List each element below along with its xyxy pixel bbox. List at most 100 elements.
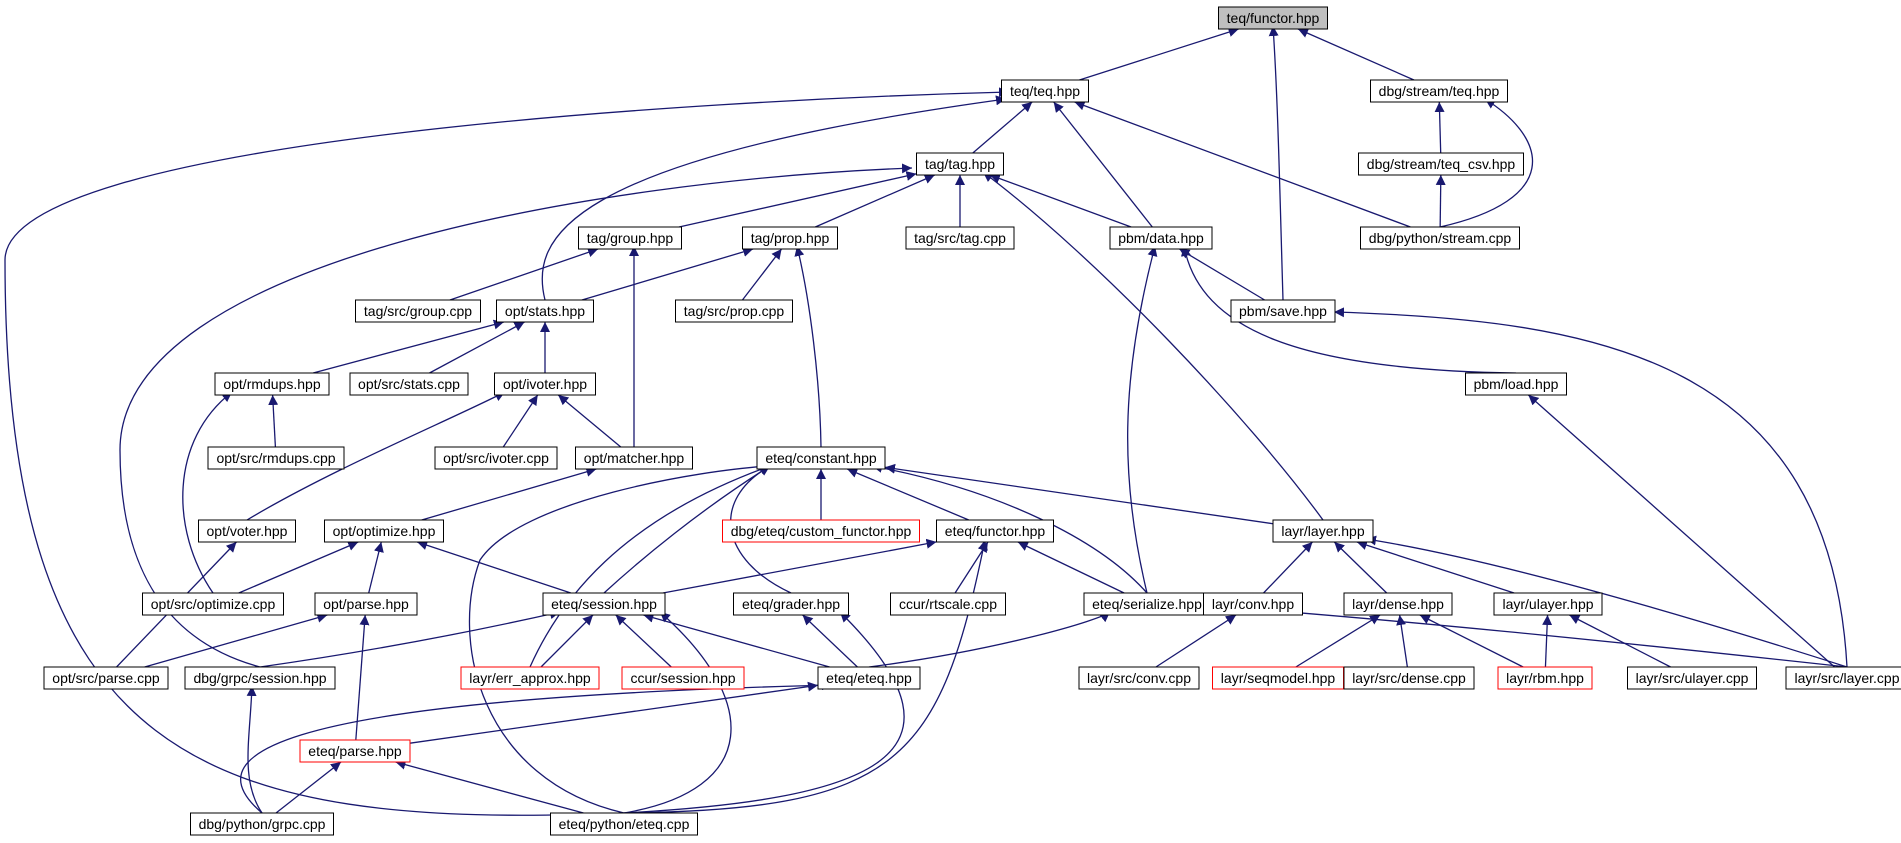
node-label: tag/src/tag.cpp — [914, 230, 1006, 246]
node-eteq-constant-hpp[interactable]: eteq/constant.hpp — [756, 446, 886, 470]
node-label: opt/ivoter.hpp — [503, 376, 587, 392]
node-label: ccur/rtscale.cpp — [899, 596, 997, 612]
edge-teq-teq-hpp-to-teq-functor-hpp — [1079, 27, 1239, 81]
edge-dbg-python-stream-cpp-to-dbg-stream-teq-csv-hpp — [1435, 174, 1446, 228]
node-eteq-parse-hpp[interactable]: eteq/parse.hpp — [299, 739, 411, 763]
node-opt-rmdups-hpp[interactable]: opt/rmdups.hpp — [214, 372, 330, 396]
node-box — [1109, 226, 1213, 250]
edge-dbg-python-grpc-cpp-to-eteq-parse-hpp — [275, 761, 342, 814]
node-box — [1358, 152, 1524, 176]
edge-layr-err-approx-hpp-to-eteq-session-hpp — [540, 614, 594, 668]
node-layr-seqmodel-hpp[interactable]: layr/seqmodel.hpp — [1212, 666, 1344, 690]
edge-eteq-serialize-hpp-to-pbm-data-hpp — [1127, 245, 1158, 594]
node-tag-group-hpp[interactable]: tag/group.hpp — [578, 226, 682, 250]
node-tag-src-tag-cpp[interactable]: tag/src/tag.cpp — [905, 226, 1015, 250]
node-opt-parse-hpp[interactable]: opt/parse.hpp — [314, 592, 418, 616]
node-opt-voter-hpp[interactable]: opt/voter.hpp — [198, 519, 296, 543]
node-dbg-stream-teq-hpp[interactable]: dbg/stream/teq.hpp — [1370, 79, 1508, 103]
edge-layr-dense-hpp-to-layr-layer-hpp — [1333, 541, 1388, 594]
edge-layr-err-approx-hpp-to-eteq-constant-hpp — [529, 464, 771, 668]
node-layr-src-ulayer-cpp[interactable]: layr/src/ulayer.cpp — [1627, 666, 1757, 690]
node-box — [722, 519, 920, 543]
node-label: opt/src/parse.cpp — [52, 670, 160, 686]
edge-layr-layer-hpp-to-tag-tag-hpp — [982, 171, 1324, 521]
edge-eteq-eteq-hpp-to-eteq-serialize-hpp — [868, 611, 1111, 668]
node-layr-rbm-hpp[interactable]: layr/rbm.hpp — [1497, 666, 1593, 690]
edge-opt-src-optimize-cpp-to-opt-optimize-hpp — [238, 541, 359, 594]
node-layr-ulayer-hpp[interactable]: layr/ulayer.hpp — [1493, 592, 1603, 616]
node-label: eteq/functor.hpp — [945, 523, 1046, 539]
node-opt-matcher-hpp[interactable]: opt/matcher.hpp — [575, 446, 693, 470]
node-ccur-session-hpp[interactable]: ccur/session.hpp — [621, 666, 745, 690]
node-dbg-eteq-custom-functor-hpp[interactable]: dbg/eteq/custom_functor.hpp — [722, 519, 920, 543]
node-box — [1785, 666, 1901, 690]
node-box — [1343, 592, 1453, 616]
node-box — [817, 666, 921, 690]
edge-pbm-data-hpp-to-teq-teq-hpp — [1053, 101, 1153, 228]
node-dbg-python-stream-cpp[interactable]: dbg/python/stream.cpp — [1360, 226, 1520, 250]
node-label: layr/conv.hpp — [1212, 596, 1294, 612]
node-eteq-functor-hpp[interactable]: eteq/functor.hpp — [936, 519, 1054, 543]
edge-eteq-eteq-hpp-to-eteq-grader-hpp — [802, 614, 858, 668]
edge-opt-parse-hpp-to-opt-optimize-hpp — [368, 541, 384, 594]
node-label: opt/stats.hpp — [505, 303, 585, 319]
node-teq-functor-hpp[interactable]: teq/functor.hpp — [1218, 6, 1328, 30]
edge-dbg-stream-teq-csv-hpp-to-dbg-stream-teq-hpp — [1434, 101, 1445, 154]
node-label: opt/parse.hpp — [323, 596, 409, 612]
edge-tag-group-hpp-to-tag-tag-hpp — [678, 171, 917, 228]
node-layr-err-approx-hpp[interactable]: layr/err_approx.hpp — [460, 666, 600, 690]
node-tag-src-group-cpp[interactable]: tag/src/group.cpp — [355, 299, 481, 323]
node-ccur-rtscale-cpp[interactable]: ccur/rtscale.cpp — [890, 592, 1006, 616]
node-box — [542, 592, 666, 616]
node-tag-tag-hpp[interactable]: tag/tag.hpp — [916, 152, 1004, 176]
node-opt-src-rmdups-cpp[interactable]: opt/src/rmdups.cpp — [207, 446, 345, 470]
edge-layr-rbm-hpp-to-layr-dense-hpp — [1419, 614, 1524, 668]
node-dbg-grpc-session-hpp[interactable]: dbg/grpc/session.hpp — [184, 666, 336, 690]
node-box — [905, 226, 1015, 250]
node-dbg-python-grpc-cpp[interactable]: dbg/python/grpc.cpp — [190, 812, 334, 836]
node-box — [1272, 519, 1374, 543]
node-opt-src-ivoter-cpp[interactable]: opt/src/ivoter.cpp — [434, 446, 558, 470]
node-teq-teq-hpp[interactable]: teq/teq.hpp — [1001, 79, 1089, 103]
node-eteq-python-eteq-cpp[interactable]: eteq/python/eteq.cpp — [550, 812, 698, 836]
node-layr-src-dense-cpp[interactable]: layr/src/dense.cpp — [1343, 666, 1475, 690]
node-opt-stats-hpp[interactable]: opt/stats.hpp — [496, 299, 594, 323]
node-label: teq/functor.hpp — [1227, 10, 1320, 26]
node-label: ccur/session.hpp — [630, 670, 735, 686]
edge-opt-src-ivoter-cpp-to-opt-ivoter-hpp — [502, 394, 539, 448]
node-eteq-grader-hpp[interactable]: eteq/grader.hpp — [733, 592, 849, 616]
edge-pbm-save-hpp-to-teq-functor-hpp — [1268, 25, 1284, 301]
node-pbm-save-hpp[interactable]: pbm/save.hpp — [1230, 299, 1336, 323]
edge-tag-prop-hpp-to-tag-tag-hpp — [815, 174, 935, 228]
node-box — [1001, 79, 1089, 103]
node-dbg-stream-teq-csv-hpp[interactable]: dbg/stream/teq_csv.hpp — [1358, 152, 1524, 176]
node-opt-optimize-hpp[interactable]: opt/optimize.hpp — [324, 519, 444, 543]
node-opt-src-optimize-cpp[interactable]: opt/src/optimize.cpp — [142, 592, 284, 616]
node-opt-ivoter-hpp[interactable]: opt/ivoter.hpp — [494, 372, 596, 396]
node-pbm-load-hpp[interactable]: pbm/load.hpp — [1465, 372, 1567, 396]
node-layr-conv-hpp[interactable]: layr/conv.hpp — [1203, 592, 1303, 616]
node-box — [1370, 79, 1508, 103]
node-box — [314, 592, 418, 616]
node-label: layr/src/layer.cpp — [1794, 670, 1899, 686]
edge-dbg-python-grpc-cpp-to-dbg-grpc-session-hpp — [246, 685, 263, 814]
node-eteq-session-hpp[interactable]: eteq/session.hpp — [542, 592, 666, 616]
node-opt-src-stats-cpp[interactable]: opt/src/stats.cpp — [349, 372, 469, 396]
node-eteq-eteq-hpp[interactable]: eteq/eteq.hpp — [817, 666, 921, 690]
edge-dbg-python-grpc-cpp-to-eteq-eteq-hpp — [239, 680, 833, 814]
node-layr-layer-hpp[interactable]: layr/layer.hpp — [1272, 519, 1374, 543]
node-label: tag/tag.hpp — [925, 156, 995, 172]
node-eteq-serialize-hpp[interactable]: eteq/serialize.hpp — [1083, 592, 1211, 616]
node-layr-src-conv-cpp[interactable]: layr/src/conv.cpp — [1078, 666, 1200, 690]
edge-opt-stats-hpp-to-teq-teq-hpp — [541, 95, 1007, 301]
node-pbm-data-hpp[interactable]: pbm/data.hpp — [1109, 226, 1213, 250]
node-box — [355, 299, 481, 323]
node-label: eteq/constant.hpp — [765, 450, 877, 466]
node-layr-src-layer-cpp[interactable]: layr/src/layer.cpp — [1785, 666, 1901, 690]
node-opt-src-parse-cpp[interactable]: opt/src/parse.cpp — [43, 666, 169, 690]
node-box — [494, 372, 596, 396]
node-layr-dense-hpp[interactable]: layr/dense.hpp — [1343, 592, 1453, 616]
node-tag-src-prop-cpp[interactable]: tag/src/prop.cpp — [675, 299, 793, 323]
node-tag-prop-hpp[interactable]: tag/prop.hpp — [742, 226, 838, 250]
